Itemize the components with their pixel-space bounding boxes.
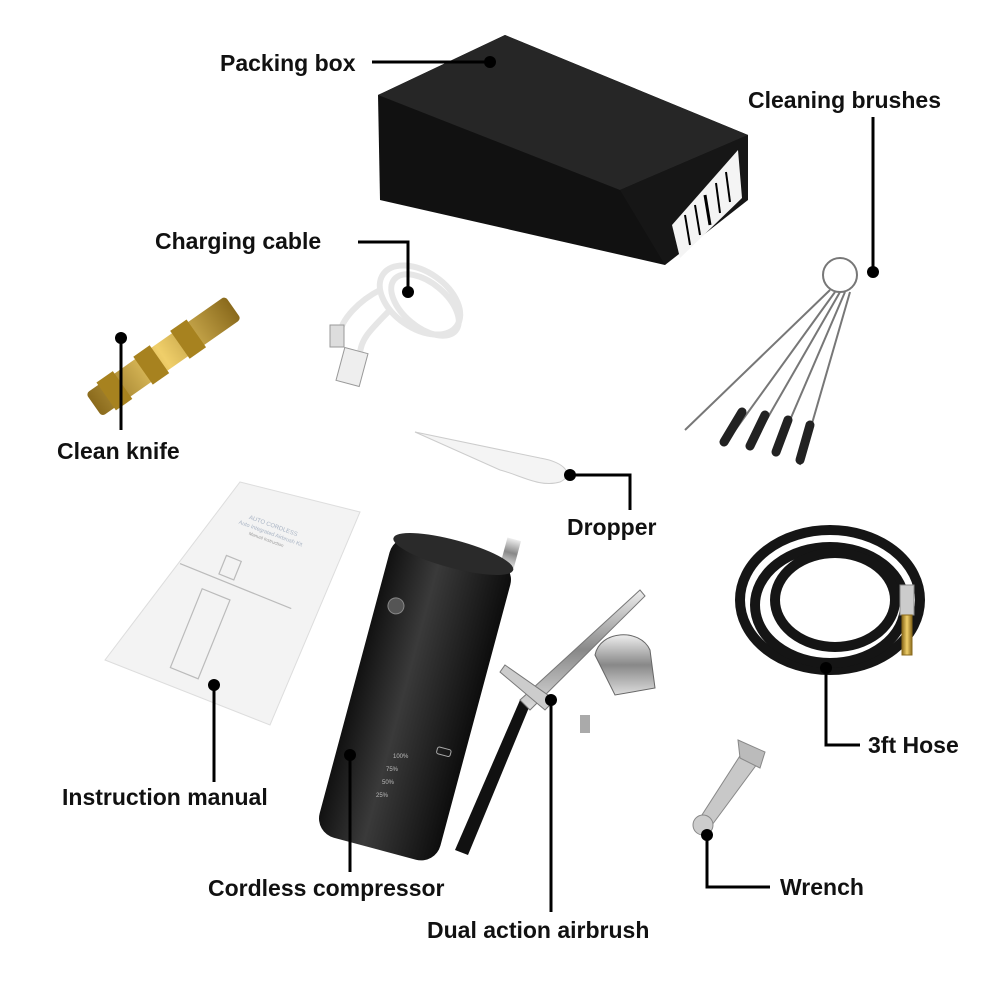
cordless-compressor	[319, 533, 521, 861]
packing-box	[378, 35, 748, 265]
label-charging-cable: Charging cable	[155, 228, 322, 254]
battery-level-50: 50%	[382, 780, 395, 786]
label-wrench: Wrench	[780, 874, 864, 900]
hose	[735, 525, 925, 675]
battery-level-100: 100%	[393, 754, 409, 760]
dual-action-airbrush	[455, 589, 656, 855]
label-clean-knife: Clean knife	[57, 438, 180, 464]
leader-dots	[115, 56, 879, 841]
wrench	[692, 739, 766, 836]
clean-knife	[87, 297, 240, 415]
charging-cable	[329, 262, 464, 388]
label-dropper: Dropper	[567, 514, 657, 540]
label-instruction-manual: Instruction manual	[62, 784, 268, 810]
instruction-manual: AUTO CORDLESS Auto Integrated Airbrush K…	[104, 481, 361, 726]
barcode-label	[672, 150, 742, 258]
battery-level-25: 25%	[376, 793, 389, 799]
cleaning-brushes	[684, 257, 858, 466]
battery-level-indicators: 100% 75% 50% 25%	[376, 754, 409, 799]
label-cleaning-brushes: Cleaning brushes	[748, 87, 941, 113]
battery-level-75: 75%	[386, 767, 399, 773]
label-dual-action-airbrush: Dual action airbrush	[427, 917, 650, 943]
dropper	[414, 431, 568, 484]
label-cordless-compressor: Cordless compressor	[208, 875, 445, 901]
leader-lines	[119, 60, 875, 912]
label-hose: 3ft Hose	[868, 732, 959, 758]
label-packing-box: Packing box	[220, 50, 356, 76]
